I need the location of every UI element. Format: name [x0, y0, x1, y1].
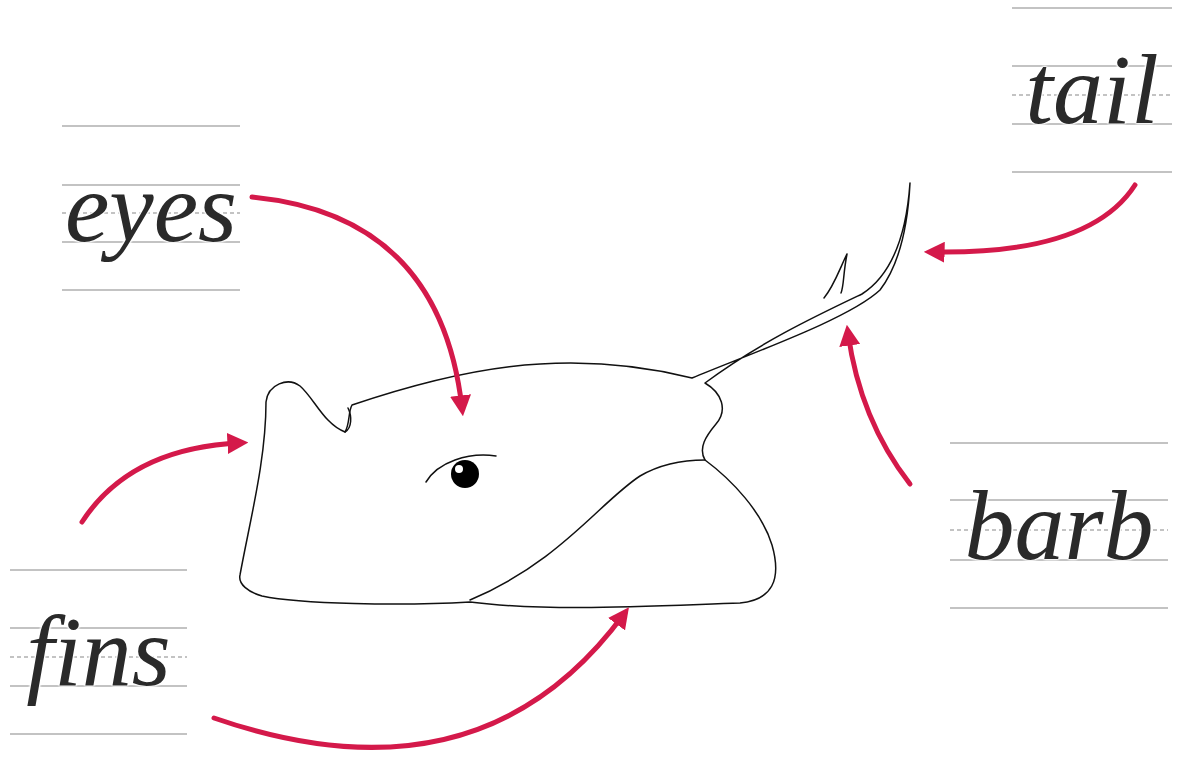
leader-arrow [932, 185, 1135, 252]
eye-highlight [455, 465, 463, 473]
fin-edge [470, 460, 705, 600]
leader-arrow [252, 197, 462, 408]
stingray-outline [240, 183, 910, 608]
writing-lines [62, 126, 240, 290]
tracing-word: fins [26, 602, 170, 702]
eye [451, 460, 479, 488]
stingray-drawing [240, 183, 910, 608]
writing-lines [950, 443, 1168, 608]
head-notch [345, 408, 351, 432]
leader-arrow [214, 614, 624, 747]
tracing-word: tail [1025, 40, 1158, 140]
leader-arrows [82, 185, 1135, 747]
writing-lines [1012, 8, 1172, 172]
leader-arrow [82, 443, 240, 522]
tracing-word: barb [965, 476, 1154, 576]
tracing-word: eyes [65, 158, 237, 258]
barb-spike [824, 254, 847, 298]
writing-lines [10, 570, 187, 734]
leader-arrow [848, 333, 910, 484]
